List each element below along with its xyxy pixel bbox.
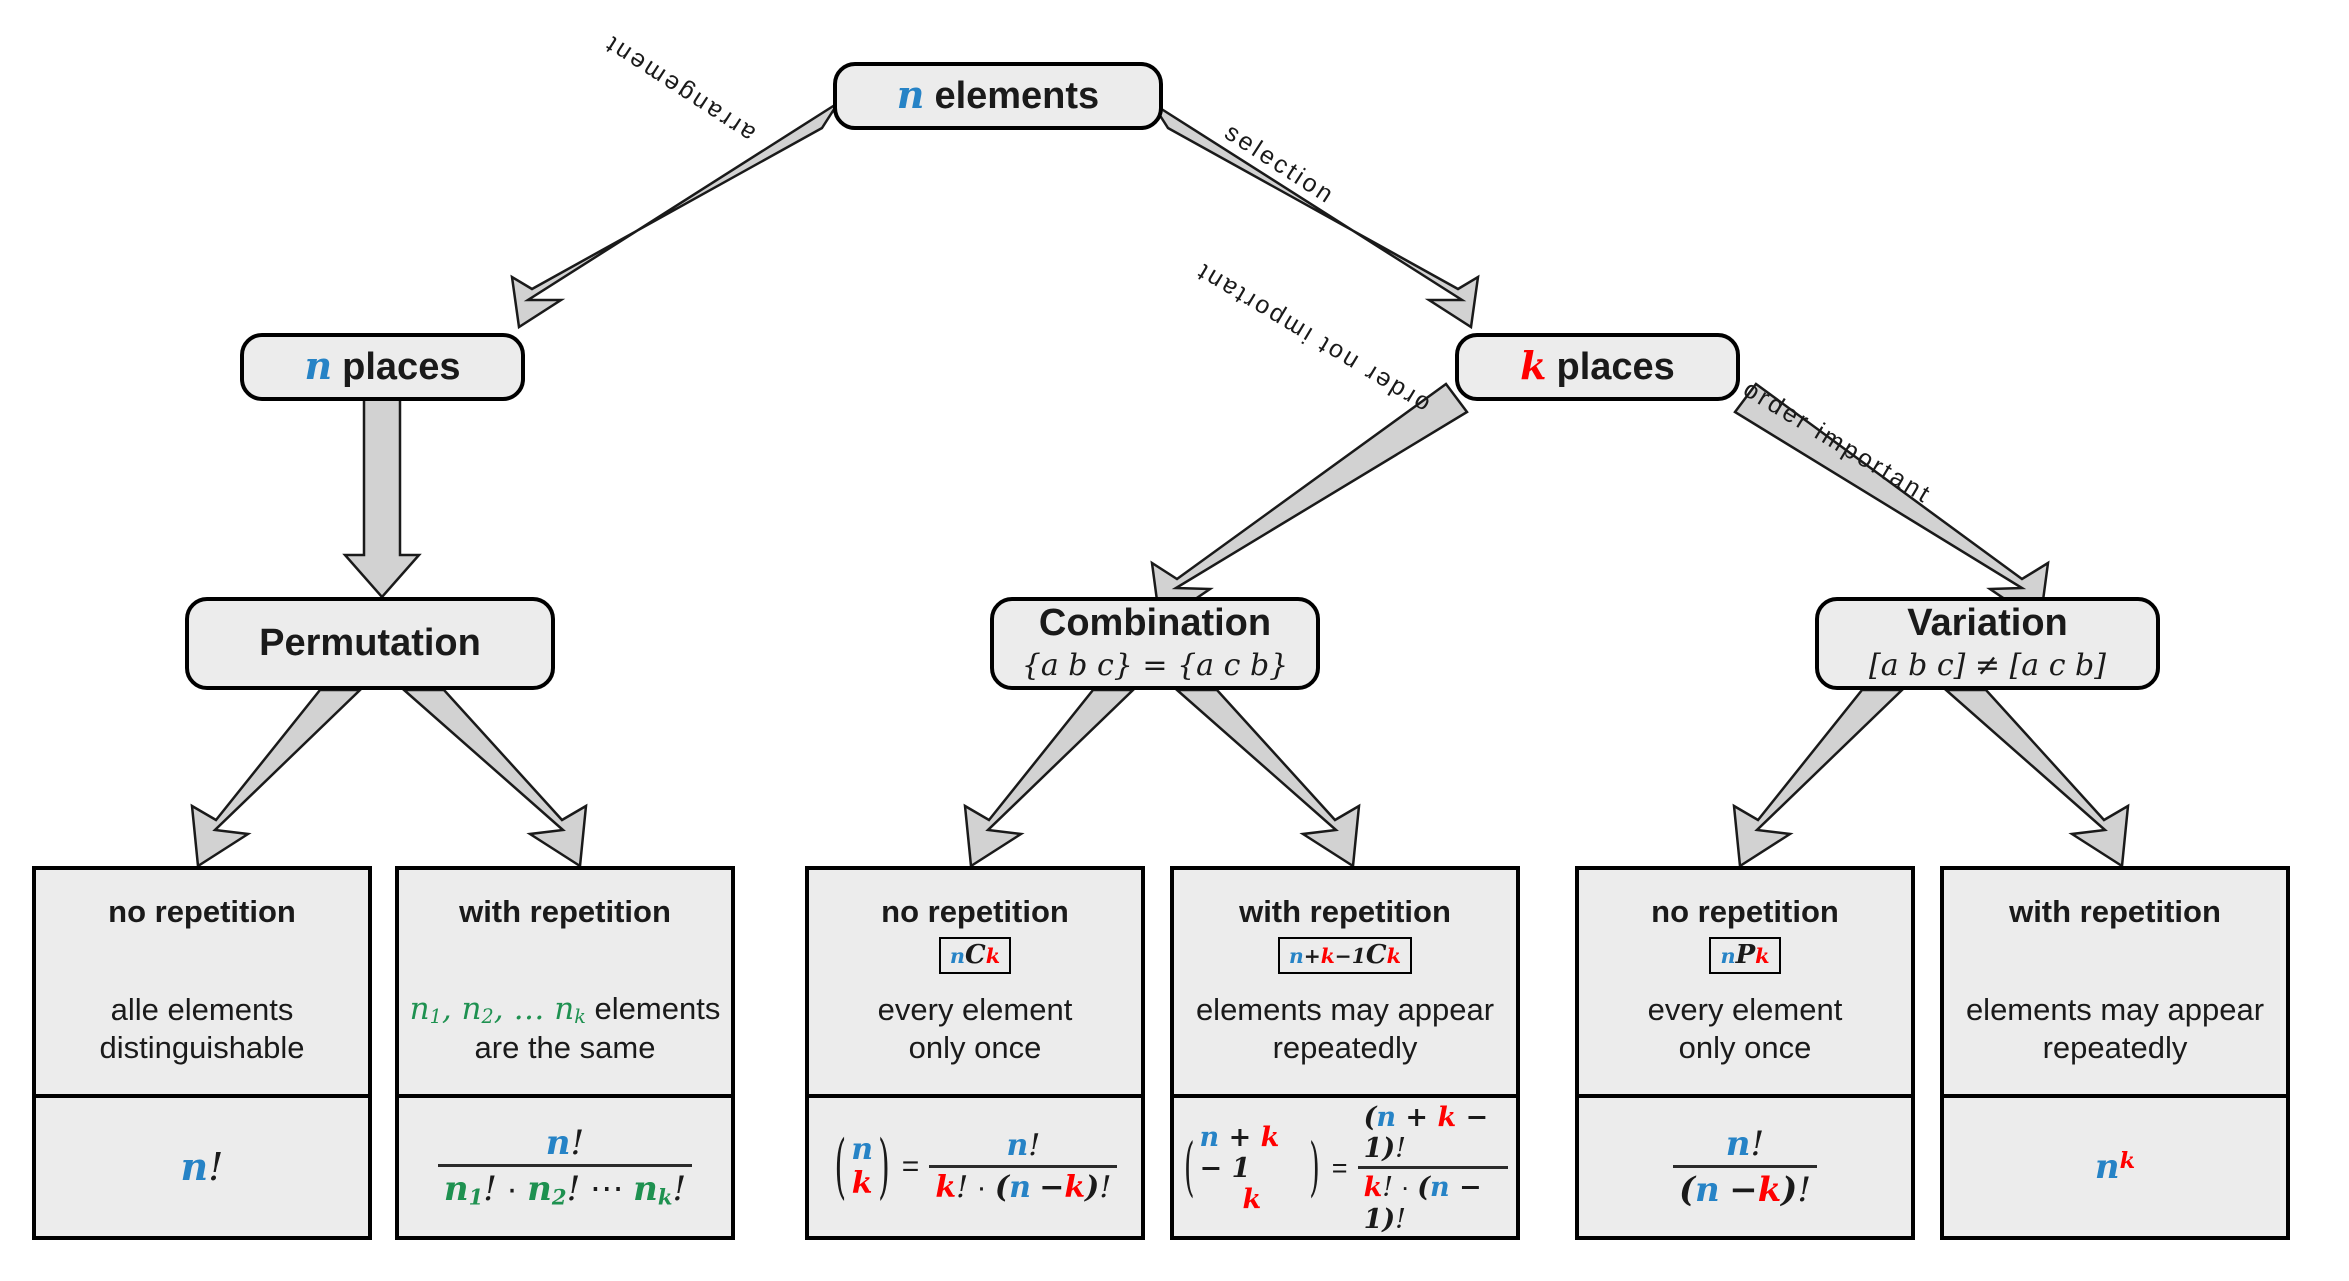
arrow-combination-to-with-repetition bbox=[1173, 688, 1361, 869]
arrow-k-places-to-combination bbox=[1150, 382, 1469, 626]
variable-k: k bbox=[1520, 343, 1547, 389]
leaf-variation-with-repetition[interactable]: with repetition elements may appear repe… bbox=[1940, 866, 2290, 1240]
variable-n: n bbox=[896, 72, 925, 118]
binomial-fraction: (n + k − 1)! k! · (n − 1)! bbox=[1357, 1102, 1508, 1235]
leaf-description-line2: repeatedly bbox=[2042, 1030, 2188, 1066]
arrow-permutation-to-no-repetition bbox=[190, 688, 364, 869]
symbol-n-plus-k-minus-1-C-k: n+k−1Ck bbox=[1278, 936, 1412, 974]
leaf-top-section: with repetition n+k−1Ck elements may app… bbox=[1174, 870, 1516, 1098]
symbol-nPk: nPk bbox=[1709, 936, 1781, 974]
leaf-heading: with repetition bbox=[2009, 894, 2221, 929]
leaf-formula-section: n! n1! · n2! ⋯ nk! bbox=[399, 1098, 731, 1236]
fraction-denominator: k! · (n − 1)! bbox=[1357, 1166, 1508, 1234]
leaf-top-section: with repetition n1, n2, … nk elements ar… bbox=[399, 870, 731, 1098]
fraction-numerator: n! bbox=[545, 1123, 585, 1164]
leaf-description: n1, n2, … nk elements are the same bbox=[399, 990, 731, 1068]
equals-sign: = bbox=[1331, 1152, 1348, 1183]
leaf-description: alle elements distinguishable bbox=[36, 991, 368, 1069]
leaf-formula-section: n! (n −k)! bbox=[1579, 1098, 1911, 1236]
leaf-heading: no repetition bbox=[108, 894, 296, 929]
leaf-description-line2: are the same bbox=[474, 1030, 656, 1066]
leaf-description-line1: alle elements bbox=[110, 991, 294, 1027]
leaf-description: every element only once bbox=[1579, 991, 1911, 1069]
formula-n-factorial: n! bbox=[180, 1144, 224, 1189]
leaf-description-line1: every element bbox=[877, 991, 1073, 1027]
formula-binomial-nk: ( n k ) = n! k! · (n −k)! bbox=[833, 1125, 1118, 1209]
leaf-top-section: no repetition nPk every element only onc… bbox=[1579, 870, 1911, 1098]
leaf-heading: with repetition bbox=[459, 894, 671, 929]
arrow-root-to-k-places bbox=[1150, 101, 1480, 330]
binomial-coefficient: ( n k ) bbox=[834, 1125, 890, 1209]
node-permutation-title: Permutation bbox=[259, 621, 481, 664]
fraction-numerator: n! bbox=[1006, 1128, 1041, 1164]
group-sizes: n1, n2, … nk bbox=[409, 991, 586, 1029]
leaf-heading: no repetition bbox=[1651, 894, 1839, 929]
variable-n: n bbox=[304, 343, 333, 389]
leaf-description: elements may appear repeatedly bbox=[1174, 991, 1516, 1069]
node-permutation[interactable]: Permutation bbox=[185, 597, 555, 690]
leaf-description-line1: every element bbox=[1647, 991, 1843, 1027]
fraction-numerator: (n + k − 1)! bbox=[1363, 1102, 1489, 1165]
leaf-description-word: elements bbox=[594, 991, 721, 1027]
leaf-variation-no-repetition[interactable]: no repetition nPk every element only onc… bbox=[1575, 866, 1915, 1240]
arrow-n-places-to-permutation bbox=[342, 385, 422, 599]
node-variation-title: Variation bbox=[1907, 602, 2068, 645]
leaf-description-line2: only once bbox=[908, 1030, 1042, 1066]
leaf-description: every element only once bbox=[809, 991, 1141, 1069]
formula-multiset-combination: ( n + k − 1 k ) = (n + k − 1)! k! · ( bbox=[1182, 1102, 1508, 1235]
fraction-numerator: n! bbox=[1725, 1123, 1765, 1164]
formula-n-power-k: nk bbox=[2094, 1147, 2136, 1187]
formula-multiset-permutation: n! n1! · n2! ⋯ nk! bbox=[437, 1123, 693, 1209]
arrow-variation-to-with-repetition bbox=[1942, 688, 2130, 869]
binomial-coefficient: ( n + k − 1 k ) bbox=[1184, 1122, 1320, 1215]
node-combination-title: Combination bbox=[1038, 602, 1272, 645]
node-k-places-text: places bbox=[1556, 346, 1675, 389]
arrow-permutation-to-with-repetition bbox=[400, 688, 588, 869]
node-combination[interactable]: Combination {a b c} = {a c b} bbox=[990, 597, 1320, 690]
leaf-description-line2: only once bbox=[1678, 1030, 1812, 1066]
arrow-variation-to-no-repetition bbox=[1732, 688, 1906, 869]
leaf-heading: with repetition bbox=[1239, 894, 1451, 929]
arrow-combination-to-no-repetition bbox=[963, 688, 1137, 869]
fraction-denominator: (n −k)! bbox=[1672, 1165, 1818, 1209]
leaf-formula-section: ( n + k − 1 k ) = (n + k − 1)! k! · ( bbox=[1174, 1098, 1516, 1239]
leaf-top-section: no repetition alle elements distinguisha… bbox=[36, 870, 368, 1098]
fraction-denominator: n1! · n2! ⋯ nk! bbox=[437, 1164, 693, 1209]
leaf-top-section: no repetition nCk every element only onc… bbox=[809, 870, 1141, 1098]
leaf-formula-section: ( n k ) = n! k! · (n −k)! bbox=[809, 1098, 1141, 1236]
leaf-description-line1: elements may appear bbox=[1195, 991, 1495, 1027]
node-variation[interactable]: Variation [a b c] ≠ [a c b] bbox=[1815, 597, 2160, 690]
node-variation-subtitle: [a b c] ≠ [a c b] bbox=[1869, 648, 2106, 684]
leaf-combination-no-repetition[interactable]: no repetition nCk every element only onc… bbox=[805, 866, 1145, 1240]
leaf-description-line1: elements may appear bbox=[1965, 991, 2265, 1027]
leaf-heading: no repetition bbox=[881, 894, 1069, 929]
leaf-formula-section: n! bbox=[36, 1098, 368, 1236]
leaf-description: elements may appear repeatedly bbox=[1944, 991, 2286, 1069]
arrow-root-to-n-places bbox=[510, 101, 840, 330]
equals-sign: = bbox=[901, 1150, 920, 1183]
node-combination-subtitle: {a b c} = {a c b} bbox=[1021, 648, 1289, 684]
leaf-top-section: with repetition elements may appear repe… bbox=[1944, 870, 2286, 1098]
formula-k-permutation: n! (n −k)! bbox=[1672, 1123, 1818, 1209]
leaf-permutation-no-repetition[interactable]: no repetition alle elements distinguisha… bbox=[32, 866, 372, 1240]
node-n-places-text: places bbox=[342, 346, 461, 389]
symbol-nCk: nCk bbox=[938, 936, 1012, 974]
fraction-denominator: k! · (n −k)! bbox=[929, 1165, 1118, 1205]
leaf-formula-section: nk bbox=[1944, 1098, 2286, 1236]
leaf-description-line1: n1, n2, … nk elements bbox=[407, 990, 723, 1029]
leaf-description-line2: repeatedly bbox=[1272, 1030, 1418, 1066]
binomial-fraction: n! k! · (n −k)! bbox=[929, 1128, 1118, 1205]
leaf-combination-with-repetition[interactable]: with repetition n+k−1Ck elements may app… bbox=[1170, 866, 1520, 1240]
leaf-description-line2: distinguishable bbox=[99, 1030, 305, 1066]
leaf-permutation-with-repetition[interactable]: with repetition n1, n2, … nk elements ar… bbox=[395, 866, 735, 1240]
node-n-elements-text: elements bbox=[934, 75, 1100, 118]
